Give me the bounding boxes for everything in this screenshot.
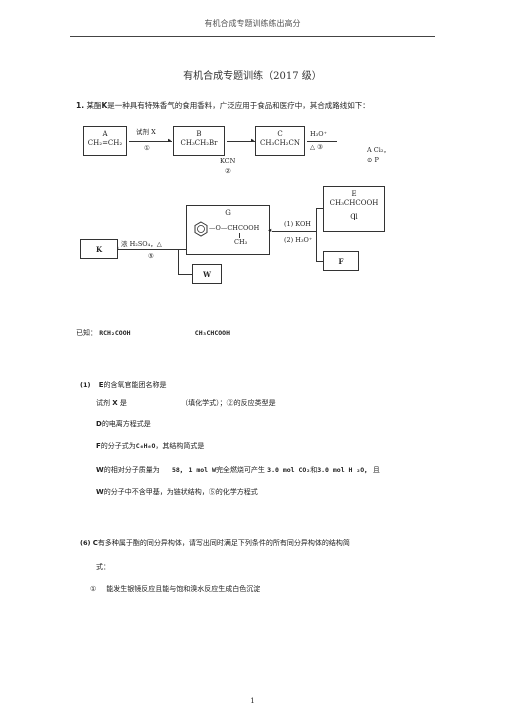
sub-question-6-line-2: 式： — [96, 563, 110, 571]
compound-c-box: C CH₃CH₂CN — [255, 126, 305, 156]
page-header: 有机合成专题训练练出高分 — [204, 19, 301, 28]
arrow-to-k — [118, 249, 186, 250]
g-bond — [239, 233, 240, 238]
compound-e-box: E CH₃CHCOOH Cl — [323, 186, 385, 232]
sub-question-1-line-6: W的分子中不含甲基，为链状结构，⑤的化学方程式 — [96, 488, 258, 496]
sub-question-1-line-1: (1) E的含氧官能团名称是 — [80, 381, 167, 389]
sub-question-1-line-3: D的电离方程式是 — [96, 420, 151, 428]
connector-f — [316, 231, 324, 262]
arrow-b-c-head: ▸ — [251, 136, 255, 144]
header-rule — [70, 36, 435, 37]
arrow-a-b — [129, 141, 172, 142]
compound-b-box: B CH₃CH₂Br — [173, 126, 225, 156]
compound-w-box: W — [192, 264, 222, 284]
question-number: 1. — [76, 101, 85, 110]
sub-question-1-line-4: F的分子式为C₆H₆O，其结构简式是 — [96, 442, 205, 450]
compound-k-box: K — [80, 239, 118, 259]
arrow-to-g-head: ◂ — [268, 226, 272, 234]
known-info: 已知： RCH₂COOH CH₃CHCOOH — [76, 329, 231, 337]
arrow-c-d — [307, 141, 337, 142]
compound-f-box: F — [323, 251, 359, 271]
connector-e — [316, 208, 324, 232]
benzene-ring-icon — [193, 221, 209, 241]
arrow-b-c — [227, 141, 255, 142]
document-title: 有机合成专题训练（2017 级） — [183, 71, 322, 82]
arrow-a-b-head: ▸ — [168, 136, 172, 144]
arrow-to-g — [272, 231, 316, 232]
e-bond — [354, 214, 355, 220]
sub-question-6-line-1: (6) C有多种属于酯的同分异构体，请写出同时满足下列条件的所有同分异构体的结构… — [80, 539, 350, 547]
compound-g-box: G —O—CHCOOH CH₃ — [186, 205, 270, 255]
question-1-text: 1. 某酯K是一种具有特殊香气的食用香料，广泛应用于食品和医疗中，其合成路线如下… — [76, 101, 370, 110]
sub-question-1-line-5: W的相对分子质量为 58， 1 mol W完全燃烧可产生 3.0 mol CO₂… — [96, 466, 380, 474]
synthesis-diagram: A CH₂=CH₂ 试剂 X ▸ ① B CH₃CH₂Br ▸ KCN ② C … — [80, 120, 410, 295]
compound-a-box: A CH₂=CH₂ — [83, 126, 127, 156]
connector-w — [178, 249, 193, 275]
sub-question-1-line-2: 试剂 X 是 （填化学式）；②的反应类型是 — [96, 399, 276, 407]
page-number: 1 — [250, 697, 255, 705]
